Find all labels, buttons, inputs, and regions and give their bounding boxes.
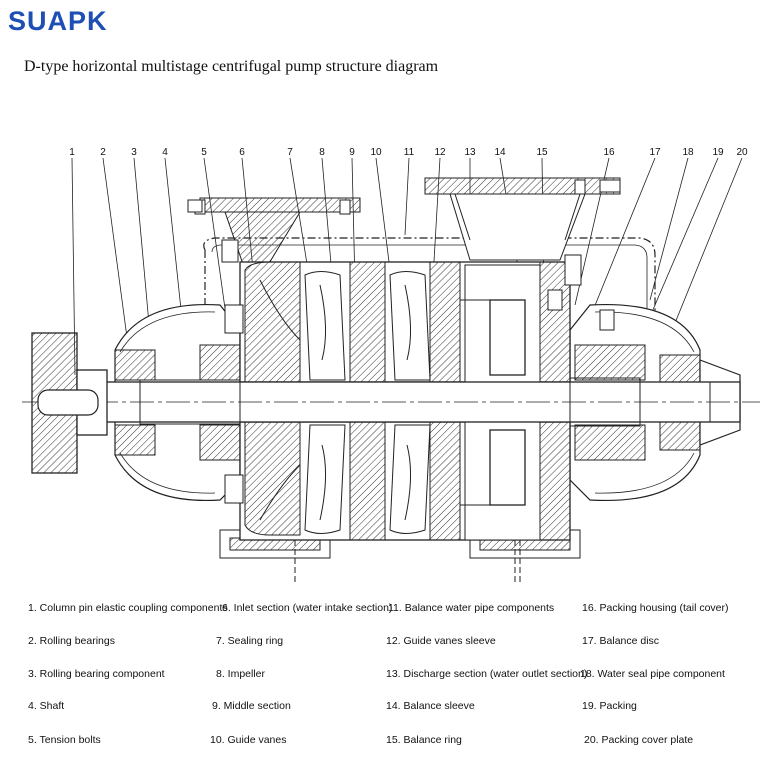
callout-number: 14 (494, 147, 506, 158)
callout-number: 10 (370, 147, 382, 158)
callout-number: 4 (162, 147, 168, 158)
tension-bolts (187, 179, 615, 504)
callout-number: 16 (603, 147, 615, 158)
callout-number: 12 (434, 147, 446, 158)
callout-number: 5 (201, 147, 207, 158)
callout-number: 20 (736, 147, 748, 158)
legend: 1. Column pin elastic coupling component… (0, 598, 772, 758)
callout-number: 18 (682, 147, 694, 158)
callout-number: 19 (712, 147, 724, 158)
callout-leader-line (404, 157, 410, 236)
legend-item: 12. Guide vanes sleeve (386, 635, 496, 647)
callout-number: 6 (239, 147, 245, 158)
legend-item: 17. Balance disc (582, 635, 660, 647)
legend-item: 13. Discharge section (water outlet sect… (386, 668, 588, 680)
callout-leader-line (649, 157, 689, 301)
legend-item: 9. Middle section (212, 700, 291, 712)
callout-number: 13 (464, 147, 476, 158)
legend-item: 20. Packing cover plate (584, 734, 694, 746)
callout-number: 9 (349, 147, 355, 158)
brand-logo: SUAPK (8, 6, 108, 36)
callout-number: 11 (404, 147, 415, 158)
balance-water-pipe (203, 237, 656, 330)
legend-item: 15. Balance ring (386, 734, 462, 746)
legend-item: 5. Tension bolts (28, 734, 101, 746)
legend-item: 4. Shaft (28, 700, 65, 712)
legend-item: 10. Guide vanes (210, 734, 287, 746)
legend-item: 14. Balance sleeve (386, 700, 475, 712)
callout-number: 2 (100, 147, 106, 158)
legend-item: 6. Inlet section (water intake section) (222, 602, 393, 614)
legend-item: 11. Balance water pipe components (388, 602, 555, 614)
callout-number: 1 (69, 147, 75, 158)
callout-number: 17 (649, 147, 661, 158)
callout-number: 15 (536, 147, 548, 158)
legend-item: 7. Sealing ring (216, 635, 284, 647)
callout-leader-line (584, 157, 656, 331)
balance-water-pipe-inner (211, 244, 648, 328)
legend-item: 2. Rolling bearings (28, 635, 115, 647)
callout-leader-line (102, 157, 131, 361)
legend-item: 18. Water seal pipe component (580, 668, 725, 680)
discharge-flange-top (424, 177, 621, 261)
legend-item: 3. Rolling bearing component (28, 668, 165, 680)
callout-leader-line (203, 157, 229, 331)
legend-item: 8. Impeller (216, 668, 266, 680)
callout-number: 7 (287, 147, 293, 158)
shaft (22, 377, 760, 427)
callout-number: 8 (319, 147, 325, 158)
legend-item: 1. Column pin elastic coupling component… (28, 602, 228, 614)
legend-item: 16. Packing housing (tail cover) (582, 602, 729, 614)
legend-item: 19. Packing (582, 700, 637, 712)
page-title: D-type horizontal multistage centrifugal… (24, 58, 439, 75)
pump-casing (239, 261, 571, 541)
callout-leader-line (133, 157, 151, 336)
inlet-flange-top (194, 197, 361, 271)
callout-leader-line (639, 157, 719, 341)
callout-number: 3 (131, 147, 137, 158)
coupling (31, 332, 108, 474)
